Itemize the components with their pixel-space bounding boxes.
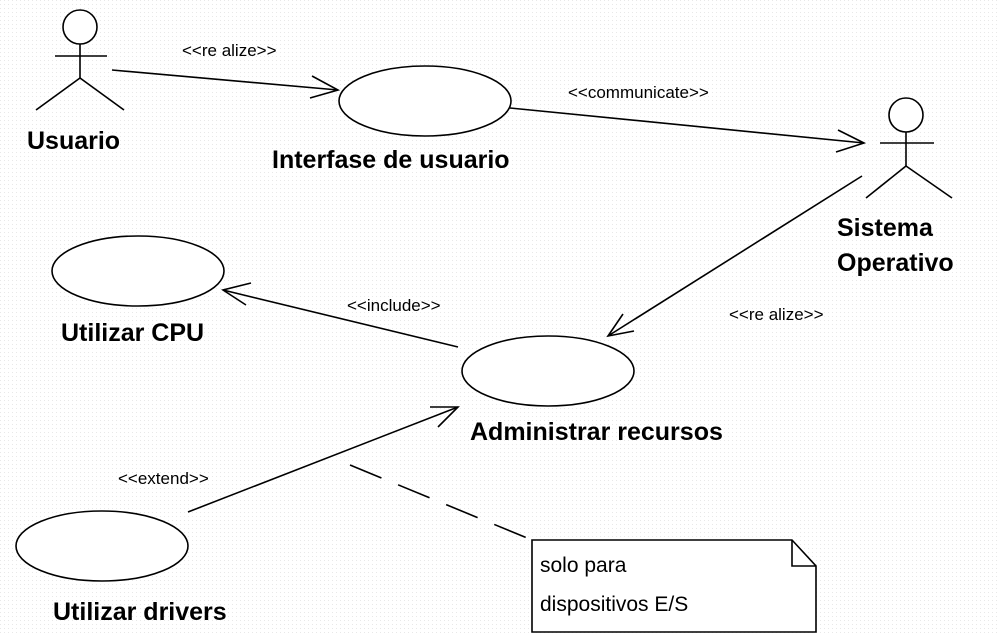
use-case-administrar-recursos[interactable]: Administrar recursos	[461, 335, 723, 446]
relation-extend[interactable]: <<extend>>	[118, 406, 460, 513]
note-folded-corner	[791, 540, 816, 567]
relation-include-arrowhead	[221, 282, 252, 306]
relation-realize-sistema-administrar[interactable]: <<re alize>>	[606, 175, 863, 338]
use-case-interfase-de-usuario[interactable]: Interfase de usuario	[272, 65, 512, 174]
use-case-utilizar-drivers-ellipse	[15, 510, 189, 582]
actor-sistema-operativo-leg-left	[865, 165, 907, 199]
relation-extend-arrowhead	[430, 406, 460, 428]
relation-realize-usuario-interfase[interactable]: <<re alize>>	[111, 41, 341, 99]
use-case-utilizar-drivers[interactable]: Utilizar drivers	[15, 510, 227, 626]
relation-communicate-line	[509, 107, 865, 144]
actor-usuario[interactable]: Usuario	[27, 9, 125, 155]
relation-communicate-label: <<communicate>>	[568, 83, 709, 102]
use-case-utilizar-cpu[interactable]: Utilizar CPU	[51, 235, 225, 347]
use-case-interfase-label: Interfase de usuario	[272, 146, 510, 174]
use-case-administrar-ellipse	[461, 335, 635, 407]
relation-extend-line	[187, 406, 459, 513]
actor-usuario-leg-right	[79, 77, 125, 111]
relation-realize-top-line	[111, 69, 339, 91]
actor-sistema-operativo-label-line2: Operativo	[837, 249, 954, 277]
note-text-line2: dispositivos E/S	[540, 593, 688, 616]
actor-sistema-operativo-leg-right	[905, 165, 953, 199]
relation-communicate-arrowhead	[835, 129, 867, 153]
relation-realize-right-line	[607, 175, 863, 337]
use-case-utilizar-cpu-label: Utilizar CPU	[61, 319, 204, 347]
actor-usuario-head	[62, 9, 98, 45]
relation-communicate[interactable]: <<communicate>>	[509, 83, 867, 153]
note-text-line1: solo para	[540, 554, 627, 577]
actor-usuario-label: Usuario	[27, 127, 120, 155]
relation-include[interactable]: <<include>>	[221, 282, 459, 348]
note-anchor-dashed-line	[349, 464, 533, 541]
use-case-administrar-label: Administrar recursos	[470, 418, 723, 446]
note-solo-para-dispositivos[interactable]: solo para dispositivos E/S	[531, 539, 817, 633]
relation-include-line	[222, 289, 459, 348]
relation-realize-top-label: <<re alize>>	[182, 41, 277, 60]
note-shape	[531, 539, 817, 633]
actor-sistema-operativo[interactable]: Sistema Operativo	[837, 97, 954, 277]
actor-usuario-leg-left	[35, 77, 81, 111]
relation-include-label: <<include>>	[347, 296, 441, 315]
use-case-utilizar-drivers-label: Utilizar drivers	[53, 598, 227, 626]
actor-sistema-operativo-head	[888, 97, 924, 133]
relation-realize-right-label: <<re alize>>	[729, 305, 824, 324]
use-case-interfase-ellipse	[338, 65, 512, 137]
relation-extend-label: <<extend>>	[118, 469, 209, 488]
actor-sistema-operativo-label-line1: Sistema	[837, 214, 934, 242]
use-case-utilizar-cpu-ellipse	[51, 235, 225, 307]
relation-realize-top-arrowhead	[309, 75, 341, 99]
relation-realize-right-arrowhead	[606, 313, 635, 338]
